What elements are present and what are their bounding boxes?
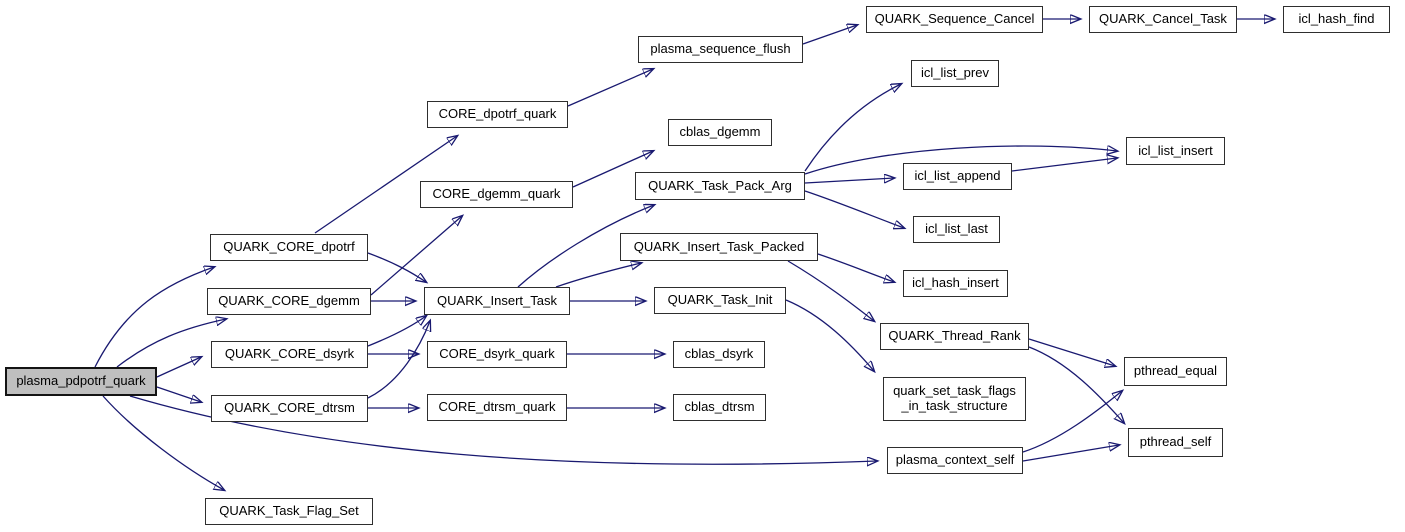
edge-QUARK_Insert_Task-QUARK_Task_Pack_Arg	[517, 205, 654, 288]
node-quark_set_task_flags_in_task_structure[interactable]: quark_set_task_flags_in_task_structure	[883, 377, 1026, 421]
edge-QUARK_Insert_Task_Packed-QUARK_Thread_Rank	[787, 260, 874, 321]
node-label: QUARK_Task_Init	[667, 292, 773, 308]
node-icl_list_last[interactable]: icl_list_last	[913, 216, 1000, 243]
node-label: CORE_dgemm_quark	[432, 186, 561, 202]
node-label: cblas_dgemm	[679, 124, 761, 140]
edge-QUARK_Insert_Task_Packed-icl_hash_insert	[817, 253, 894, 282]
node-cblas_dgemm[interactable]: cblas_dgemm	[668, 119, 772, 146]
node-label: plasma_sequence_flush	[650, 41, 791, 57]
edge-QUARK_Task_Pack_Arg-icl_list_insert	[804, 146, 1117, 175]
node-label: QUARK_Insert_Task_Packed	[633, 238, 805, 254]
edge-QUARK_CORE_dtrsm-QUARK_Insert_Task	[367, 321, 430, 399]
node-QUARK_CORE_dsyrk[interactable]: QUARK_CORE_dsyrk	[211, 341, 368, 368]
edge-QUARK_Thread_Rank-pthread_self	[1028, 346, 1124, 423]
node-label: icl_hash_find	[1298, 11, 1375, 27]
node-label: QUARK_Insert_Task	[437, 292, 557, 308]
node-label: icl_list_append	[914, 168, 1001, 184]
node-label: CORE_dtrsm_quark	[438, 399, 556, 415]
node-QUARK_Sequence_Cancel[interactable]: QUARK_Sequence_Cancel	[866, 6, 1043, 33]
node-QUARK_CORE_dpotrf[interactable]: QUARK_CORE_dpotrf	[210, 234, 368, 261]
node-CORE_dtrsm_quark[interactable]: CORE_dtrsm_quark	[427, 394, 567, 421]
edge-QUARK_CORE_dsyrk-QUARK_Insert_Task	[367, 316, 426, 347]
node-icl_hash_insert[interactable]: icl_hash_insert	[903, 270, 1008, 297]
node-label: QUARK_Task_Pack_Arg	[648, 177, 792, 193]
node-label: CORE_dsyrk_quark	[439, 346, 555, 362]
node-label: plasma_pdpotrf_quark	[16, 373, 146, 389]
edge-plasma_pdpotrf_quark-QUARK_CORE_dsyrk	[156, 357, 201, 378]
node-label: cblas_dtrsm	[684, 399, 755, 415]
node-label: pthread_self	[1139, 434, 1212, 450]
node-label: CORE_dpotrf_quark	[438, 106, 557, 122]
edge-QUARK_CORE_dpotrf-CORE_dpotrf_quark	[314, 136, 457, 234]
node-QUARK_Insert_Task[interactable]: QUARK_Insert_Task	[424, 287, 570, 315]
node-pthread_self[interactable]: pthread_self	[1128, 428, 1223, 457]
node-icl_hash_find[interactable]: icl_hash_find	[1283, 6, 1390, 33]
node-label: cblas_dsyrk	[684, 346, 754, 362]
node-label-line1: quark_set_task_flags	[893, 383, 1016, 399]
node-CORE_dpotrf_quark[interactable]: CORE_dpotrf_quark	[427, 101, 568, 128]
node-plasma_sequence_flush[interactable]: plasma_sequence_flush	[638, 36, 803, 63]
node-label: QUARK_CORE_dsyrk	[224, 346, 355, 362]
edge-CORE_dgemm_quark-cblas_dgemm	[572, 151, 653, 188]
node-label: QUARK_CORE_dtrsm	[224, 400, 355, 416]
edge-plasma_pdpotrf_quark-QUARK_Task_Flag_Set	[102, 395, 224, 490]
edge-plasma_context_self-pthread_self	[1022, 445, 1119, 462]
edge-plasma_sequence_flush-QUARK_Sequence_Cancel	[802, 25, 857, 45]
node-QUARK_Task_Flag_Set[interactable]: QUARK_Task_Flag_Set	[205, 498, 373, 525]
node-QUARK_Task_Init[interactable]: QUARK_Task_Init	[654, 287, 786, 314]
node-label: QUARK_Task_Flag_Set	[219, 503, 359, 519]
node-label: pthread_equal	[1133, 363, 1218, 379]
edge-icl_list_append-icl_list_insert	[1011, 158, 1117, 172]
node-CORE_dgemm_quark[interactable]: CORE_dgemm_quark	[420, 181, 573, 208]
node-label: QUARK_Cancel_Task	[1099, 11, 1227, 27]
node-cblas_dtrsm[interactable]: cblas_dtrsm	[673, 394, 766, 421]
node-label: QUARK_CORE_dpotrf	[223, 239, 355, 255]
node-label: QUARK_CORE_dgemm	[218, 293, 360, 309]
node-QUARK_Task_Pack_Arg[interactable]: QUARK_Task_Pack_Arg	[635, 172, 805, 200]
node-label: QUARK_Thread_Rank	[888, 328, 1021, 344]
node-label: icl_list_prev	[921, 65, 989, 81]
node-QUARK_Thread_Rank[interactable]: QUARK_Thread_Rank	[880, 323, 1029, 350]
edge-QUARK_Task_Pack_Arg-icl_list_prev	[804, 84, 901, 172]
node-icl_list_insert[interactable]: icl_list_insert	[1126, 137, 1225, 165]
node-label: icl_list_last	[925, 221, 988, 237]
edge-QUARK_Task_Pack_Arg-icl_list_last	[804, 190, 904, 228]
node-icl_list_prev[interactable]: icl_list_prev	[911, 60, 999, 87]
node-pthread_equal[interactable]: pthread_equal	[1124, 357, 1227, 386]
edge-QUARK_Insert_Task-QUARK_Insert_Task_Packed	[555, 263, 641, 288]
node-label: QUARK_Sequence_Cancel	[874, 11, 1035, 27]
node-QUARK_CORE_dgemm[interactable]: QUARK_CORE_dgemm	[207, 288, 371, 315]
edge-plasma_context_self-pthread_equal	[1022, 391, 1122, 453]
node-label-line2: _in_task_structure	[901, 398, 1008, 413]
node-plasma_pdpotrf_quark: plasma_pdpotrf_quark	[5, 367, 157, 396]
edge-plasma_pdpotrf_quark-QUARK_CORE_dtrsm	[156, 386, 201, 402]
node-label: icl_list_insert	[1138, 142, 1213, 158]
edge-plasma_pdpotrf_quark-QUARK_CORE_dgemm	[116, 319, 226, 368]
edge-CORE_dpotrf_quark-plasma_sequence_flush	[567, 69, 653, 107]
node-QUARK_Cancel_Task[interactable]: QUARK_Cancel_Task	[1089, 6, 1237, 33]
edge-QUARK_Task_Pack_Arg-icl_list_append	[804, 178, 894, 183]
edge-QUARK_Task_Init-quark_set_task_flags_in_task_structure	[785, 299, 874, 371]
node-CORE_dsyrk_quark[interactable]: CORE_dsyrk_quark	[427, 341, 567, 368]
node-label: plasma_context_self	[895, 452, 1015, 468]
node-QUARK_Insert_Task_Packed[interactable]: QUARK_Insert_Task_Packed	[620, 233, 818, 261]
node-icl_list_append[interactable]: icl_list_append	[903, 163, 1012, 190]
node-label: icl_hash_insert	[912, 275, 999, 291]
edge-plasma_pdpotrf_quark-QUARK_CORE_dpotrf	[94, 267, 214, 368]
node-plasma_context_self[interactable]: plasma_context_self	[887, 447, 1023, 474]
edge-QUARK_CORE_dpotrf-QUARK_Insert_Task	[367, 252, 426, 282]
node-QUARK_CORE_dtrsm[interactable]: QUARK_CORE_dtrsm	[211, 395, 368, 422]
edge-QUARK_CORE_dgemm-CORE_dgemm_quark	[370, 216, 462, 296]
edge-QUARK_Thread_Rank-pthread_equal	[1028, 338, 1115, 366]
node-cblas_dsyrk[interactable]: cblas_dsyrk	[673, 341, 765, 368]
